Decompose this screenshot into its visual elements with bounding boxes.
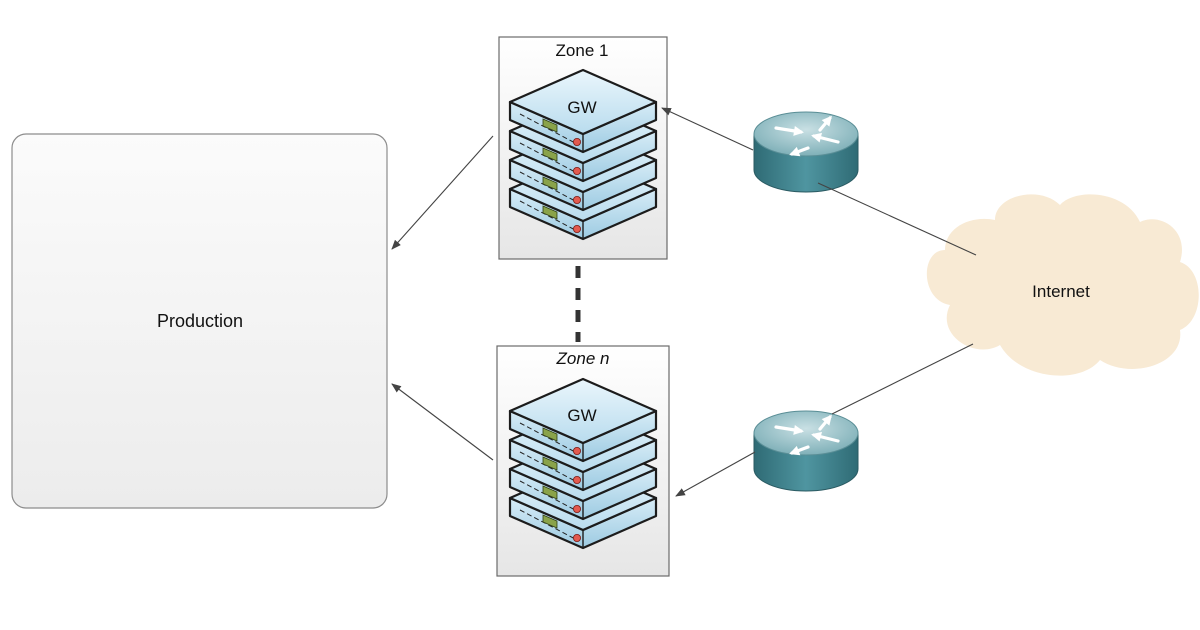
connectors — [391, 107, 977, 497]
status-led — [573, 446, 582, 455]
router-icon — [753, 410, 859, 492]
router-icon — [753, 111, 859, 193]
zone-n-gateway-label: GW — [567, 406, 596, 425]
drive-indicator — [542, 205, 558, 220]
server-unit — [508, 68, 658, 154]
status-led — [573, 224, 582, 233]
gateway-stack-zone-n — [508, 377, 658, 550]
zone-1-gateway-label: GW — [567, 98, 596, 117]
drive-indicator — [542, 147, 558, 162]
arrow-router1-to-zone1 — [661, 107, 754, 151]
drive-indicator — [542, 456, 558, 471]
arrow-zone1-to-production — [391, 135, 494, 250]
production-label: Production — [157, 311, 243, 331]
arrow-zonen-to-production — [391, 383, 494, 461]
drive-indicator — [542, 427, 558, 442]
link-router2-internet — [831, 343, 974, 415]
internet-label: Internet — [1032, 282, 1090, 301]
zone-1-box: Zone 1 GW — [498, 36, 668, 260]
drive-indicator — [542, 118, 558, 133]
server-unit — [508, 377, 658, 463]
cloud-icon — [926, 194, 1199, 376]
status-led — [573, 475, 582, 484]
status-led — [573, 166, 582, 175]
status-led — [573, 504, 582, 513]
arrow-router2-to-zonen — [675, 451, 756, 497]
status-led — [573, 534, 582, 543]
drive-indicator — [542, 485, 558, 500]
drive-indicator — [542, 176, 558, 191]
link-router1-internet — [817, 182, 977, 256]
status-led — [573, 137, 582, 146]
zone-n-label: Zone n — [556, 349, 610, 368]
zone-n-box: Zone n GW — [496, 345, 670, 577]
zone-1-label: Zone 1 — [556, 41, 609, 60]
gateway-stack-zone-1 — [508, 68, 658, 241]
status-led — [573, 195, 582, 204]
internet-cloud: Internet — [926, 194, 1199, 376]
drive-indicator — [542, 514, 558, 529]
production-box: Production — [11, 133, 388, 509]
